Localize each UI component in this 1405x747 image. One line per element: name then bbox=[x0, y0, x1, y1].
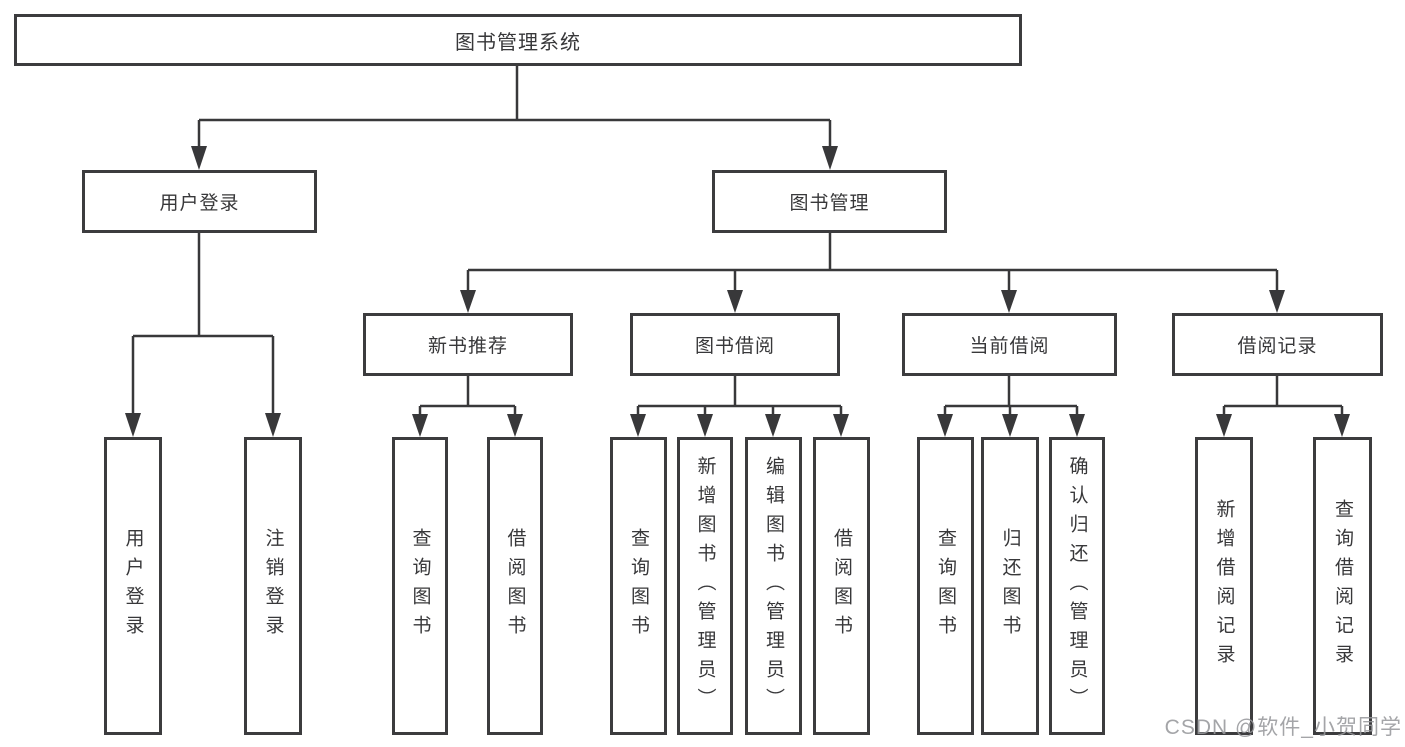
node-book-management: 图书管理 bbox=[712, 170, 947, 233]
leaf-borrow-books-recommend-label: 借阅图书 bbox=[504, 528, 526, 644]
leaf-user-login-label: 用户登录 bbox=[122, 528, 144, 644]
node-borrowing-records: 借阅记录 bbox=[1172, 313, 1383, 376]
leaf-borrow-books-borrowing-label: 借阅图书 bbox=[831, 528, 852, 644]
leaf-confirm-return-admin-label: 确认归还（管理员） bbox=[1066, 455, 1088, 717]
leaf-query-books-borrowing-label: 查询图书 bbox=[628, 528, 649, 644]
leaf-user-login: 用户登录 bbox=[104, 437, 162, 735]
node-user-login-label: 用户登录 bbox=[159, 193, 240, 214]
node-borrowing-records-label: 借阅记录 bbox=[1237, 336, 1318, 357]
node-new-book-recommend: 新书推荐 bbox=[363, 313, 573, 376]
leaf-edit-books-admin-label: 编辑图书（管理员） bbox=[763, 455, 784, 717]
leaf-query-borrow-record-label: 查询借阅记录 bbox=[1332, 499, 1353, 673]
leaf-edit-books-admin: 编辑图书（管理员） bbox=[745, 437, 802, 735]
leaf-add-books-admin: 新增图书（管理员） bbox=[677, 437, 733, 735]
node-user-login: 用户登录 bbox=[82, 170, 317, 233]
leaf-borrow-books-recommend: 借阅图书 bbox=[487, 437, 543, 735]
node-current-borrowing: 当前借阅 bbox=[902, 313, 1117, 376]
leaf-query-books-recommend: 查询图书 bbox=[392, 437, 448, 735]
leaf-query-books-current-label: 查询图书 bbox=[935, 528, 956, 644]
node-root: 图书管理系统 bbox=[14, 14, 1022, 66]
leaf-add-borrow-record: 新增借阅记录 bbox=[1195, 437, 1253, 735]
leaf-query-books-recommend-label: 查询图书 bbox=[409, 528, 431, 644]
leaf-logout-label: 注销登录 bbox=[262, 528, 284, 644]
node-current-borrowing-label: 当前借阅 bbox=[969, 336, 1050, 357]
leaf-return-books: 归还图书 bbox=[981, 437, 1039, 735]
leaf-logout: 注销登录 bbox=[244, 437, 302, 735]
leaf-return-books-label: 归还图书 bbox=[999, 528, 1021, 644]
csdn-watermark: CSDN @软件_小贺同学 bbox=[1164, 716, 1402, 739]
arrowheads bbox=[125, 146, 1350, 437]
leaf-query-books-borrowing: 查询图书 bbox=[610, 437, 667, 735]
node-new-book-recommend-label: 新书推荐 bbox=[427, 336, 508, 357]
leaf-borrow-books-borrowing: 借阅图书 bbox=[813, 437, 870, 735]
leaf-query-borrow-record: 查询借阅记录 bbox=[1313, 437, 1372, 735]
node-root-label: 图书管理系统 bbox=[455, 31, 581, 54]
leaf-confirm-return-admin: 确认归还（管理员） bbox=[1049, 437, 1105, 735]
leaf-query-books-current: 查询图书 bbox=[917, 437, 974, 735]
node-book-borrowing-label: 图书借阅 bbox=[694, 336, 775, 357]
leaf-add-books-admin-label: 新增图书（管理员） bbox=[694, 455, 716, 717]
node-book-borrowing: 图书借阅 bbox=[630, 313, 840, 376]
node-book-management-label: 图书管理 bbox=[789, 193, 870, 214]
leaf-add-borrow-record-label: 新增借阅记录 bbox=[1213, 499, 1235, 673]
